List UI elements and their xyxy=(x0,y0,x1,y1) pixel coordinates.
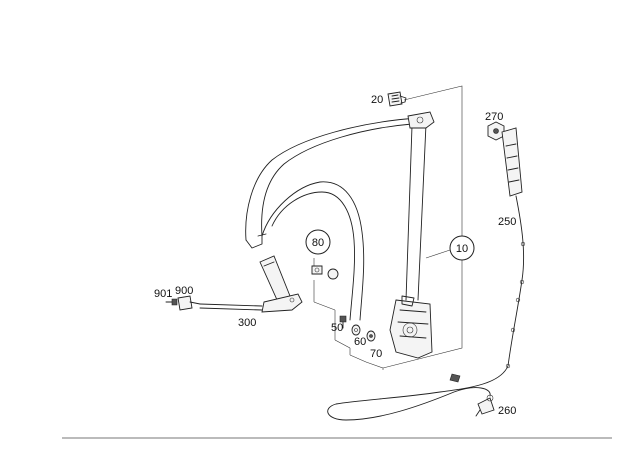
bush-part-80 xyxy=(311,265,339,280)
label-10: 10 xyxy=(456,243,468,255)
sensor-part-260 xyxy=(475,394,495,417)
label-250: 250 xyxy=(498,216,516,228)
nut-part-270 xyxy=(487,121,505,141)
label-300: 300 xyxy=(238,317,256,329)
label-270: 270 xyxy=(485,111,503,123)
nut-part-70 xyxy=(366,330,376,342)
washer-part-60 xyxy=(351,324,361,336)
label-20: 20 xyxy=(371,94,383,106)
callout-circle-80: 80 xyxy=(305,229,331,255)
assembly-bracket-lines xyxy=(313,85,463,370)
height-adjuster-rail xyxy=(501,127,523,197)
connector-part-900 xyxy=(177,295,201,311)
buckle-anchor-part-300 xyxy=(199,255,303,313)
label-80: 80 xyxy=(312,237,324,249)
label-900: 900 xyxy=(175,285,193,297)
bolt-part-20 xyxy=(387,91,407,107)
callout-circle-10: 10 xyxy=(425,235,475,261)
cable-part-250 xyxy=(327,195,526,421)
label-50: 50 xyxy=(331,322,343,334)
label-260: 260 xyxy=(498,405,516,417)
label-901: 901 xyxy=(154,288,172,300)
screw-part-50 xyxy=(339,315,347,329)
label-70: 70 xyxy=(370,348,382,360)
plug-part-901 xyxy=(165,298,178,306)
belt-retractor xyxy=(389,295,433,359)
seat-belt-strap xyxy=(245,111,435,321)
label-60: 60 xyxy=(354,336,366,348)
